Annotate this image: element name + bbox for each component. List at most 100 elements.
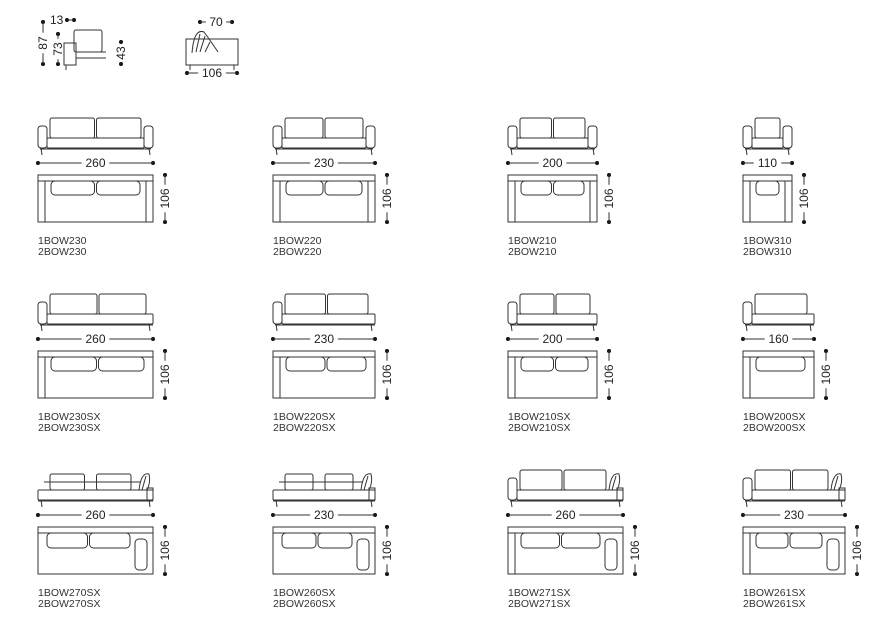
back-cushion [519,469,563,491]
plan-cushion [46,532,88,549]
plan-cushion [285,180,324,196]
leg [787,147,790,156]
module-code: 2BOW230SX [38,422,100,434]
width-dimension: 160 [768,332,788,346]
top-dimension: 70 [209,15,223,29]
leg [510,323,513,332]
width-dimension: 230 [314,508,334,522]
module-code: 1BOW210 [508,235,557,247]
width-dimension: 260 [85,332,105,346]
plan-outline [507,526,624,575]
right-arm [587,125,598,149]
plan-outline [742,526,846,575]
back-cushion [327,293,369,315]
plan-cushion [317,532,353,549]
module-code: 1BOW220 [273,235,322,247]
seat [37,489,154,501]
arm-dimension: 13 [50,13,64,27]
plan-outline [742,350,815,399]
leg [275,499,278,508]
module-code: 2BOW210 [508,246,557,258]
reclined-back [138,473,151,491]
back-line [204,41,211,53]
leg [148,147,151,156]
depth-dimension: 106 [202,66,222,80]
back-cushion [555,293,591,315]
depth-dimension: 106 [380,188,394,208]
plan-lounge-back [356,538,370,571]
back-line [199,35,206,53]
back-cushion [98,293,147,315]
width-dimension: 230 [784,508,804,522]
depth-dimension: 106 [819,364,833,384]
back-cushion [519,117,552,139]
plan-outline [507,350,598,399]
module-code: 1BOW261SX [743,587,805,599]
plan-outline [37,526,154,575]
right-arm [143,125,154,149]
module-code: 2BOW261SX [743,598,805,610]
leg [510,147,513,156]
depth-dimension: 106 [628,540,642,560]
depth-dimension: 106 [602,364,616,384]
seat [281,137,367,149]
plan-cushion [96,180,141,196]
depth-dimension: 106 [158,364,172,384]
leg [40,499,43,508]
module-code: 2BOW220 [273,246,322,258]
module-code: 2BOW260SX [273,598,335,610]
depth-dimension: 106 [158,540,172,560]
back-cushion [284,117,324,139]
left-arm [742,125,753,149]
plan-outline [272,526,376,575]
plan-cushion [555,356,589,372]
plan-cushion [520,532,560,549]
leg [275,147,278,156]
back-cushion [754,469,791,491]
seat [751,489,846,501]
width-dimension: 260 [85,156,105,170]
leg [618,499,621,508]
plan-cushion [89,532,131,549]
leg [745,499,748,508]
plan-cushion [755,180,780,196]
leg [592,147,595,156]
plan-outline [507,174,598,223]
back-line [195,33,201,53]
leg [809,323,812,332]
left-arm [37,301,48,325]
plan-cushion [50,356,97,372]
plan-cushion [561,532,601,549]
back-line [141,475,147,491]
back-cushion [553,117,586,139]
leg [370,147,373,156]
leg [370,323,373,332]
plan-lounge-back [134,538,148,571]
module-code: 2BOW210SX [508,422,570,434]
width-dimension: 110 [758,156,777,170]
back-cushion [563,469,607,491]
width-dimension: 260 [85,508,105,522]
width-dimension: 200 [542,156,562,170]
leg [592,323,595,332]
module-code: 1BOW210SX [508,411,570,423]
left-arm [37,125,48,149]
back-cushion [284,293,326,315]
module-code: 1BOW200SX [743,411,805,423]
plan-outline [37,350,154,399]
plan-cushion [755,532,789,549]
module-code: 1BOW230SX [38,411,100,423]
module-code: 2BOW310 [743,246,792,258]
module-code: 2BOW220SX [273,422,335,434]
leg [40,147,43,156]
module-code: 2BOW270SX [38,598,100,610]
leg [148,323,151,332]
